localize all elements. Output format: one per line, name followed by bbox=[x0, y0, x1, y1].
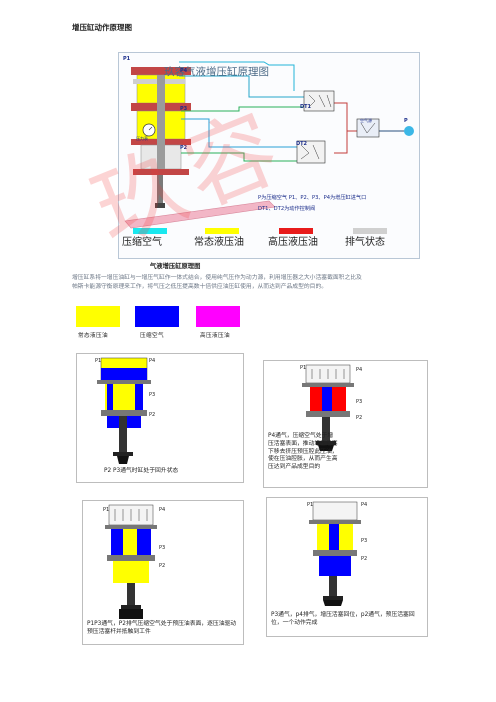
stage-drawing bbox=[302, 364, 354, 451]
legend-high-oil: 高压液压油 bbox=[268, 237, 318, 248]
legend-label: 压缩空气 bbox=[140, 333, 164, 339]
port-label: P2 bbox=[356, 415, 363, 421]
port-label: P2 bbox=[180, 145, 188, 151]
port-label: P4 bbox=[361, 502, 368, 508]
port-label: P2 bbox=[361, 556, 368, 562]
stage-caption: P2 P3通气时缸处于回升状态 bbox=[104, 468, 179, 474]
port-label: P4 bbox=[180, 68, 188, 74]
stage-caption: P4通气，压缩空气处于增压活塞表面，推动增压活塞下移去挤压预压腔此压油，使在压油… bbox=[268, 433, 338, 471]
paragraph-line: 帕斯卡能源守衡原理来工作，将气压之低压提高数十倍供应油压缸使用，从而达到产品成型… bbox=[72, 283, 328, 290]
stage-panel-prepress: P1 P4 P3 P2 P1P3通气，P2排气压缩空气处于预压油表面，逐压油驱动… bbox=[82, 500, 244, 645]
stage-caption: P3通气，p4排气，增压活塞回位，p2通气，预压活塞回位，一个动作完成 bbox=[271, 612, 415, 626]
figure-caption: 气液增压缸原理图 bbox=[150, 263, 201, 270]
port-label: P4 bbox=[159, 507, 166, 513]
port-label: P1 bbox=[103, 507, 110, 513]
port-label: P3 bbox=[149, 392, 156, 398]
stage-panel-reset: P1 P4 P3 P2 P3通气，p4排气，增压活塞回位，p2通气，预压活塞回位… bbox=[266, 497, 428, 637]
gauge-label: 压力表 bbox=[136, 136, 148, 141]
valve-label: DT2 bbox=[296, 141, 308, 147]
port-label: P2 bbox=[149, 412, 156, 418]
air-source-label: P bbox=[404, 118, 408, 124]
port-label: P4 bbox=[149, 358, 156, 364]
stage-drawing bbox=[105, 504, 157, 619]
legend-swatch-normal-oil bbox=[76, 306, 120, 327]
color-legend: 常态液压油 压缩空气 高压液压油 bbox=[72, 306, 272, 348]
diagram-note: DT1、DT2为动作控制阀 bbox=[258, 206, 316, 212]
legend-label: 常态液压油 bbox=[78, 333, 108, 339]
diagram-note: P为压缩空气 P1、P2、P3、P4为增压缸进气口 bbox=[258, 195, 367, 201]
description-paragraph: 增压缸系将一增压油缸与一增压气缸作一体式结合，使用纯气压作为动力源，利用增压器之… bbox=[72, 274, 427, 292]
stage-drawing bbox=[97, 357, 151, 464]
port-label: P4 bbox=[356, 367, 363, 373]
port-label: P1 bbox=[95, 358, 102, 364]
stage-drawing bbox=[309, 501, 361, 606]
paragraph-line: 增压缸系将一增压油缸与一增压气缸作一体式结合，使用纯气压作为动力源，利用增压器之… bbox=[72, 275, 362, 281]
port-label: P3 bbox=[159, 545, 166, 551]
legend-swatch-compressed-air bbox=[135, 306, 179, 327]
port-label: P1 bbox=[123, 56, 131, 62]
diagram-title: 玖容气液增压缸原理图 bbox=[164, 66, 269, 78]
valve-label: DT1 bbox=[300, 104, 312, 110]
stage-panel-boost: P1 P4 P3 P2 P4通气，压缩空气处于增压活塞表面，推动增压活塞下移去挤… bbox=[263, 360, 428, 488]
port-label: P3 bbox=[361, 538, 368, 544]
port-label: P3 bbox=[180, 106, 188, 112]
legend-label: 高压液压油 bbox=[200, 333, 230, 339]
legend-swatch-high-oil bbox=[196, 306, 240, 327]
valve-caption: 空气源 bbox=[360, 118, 372, 123]
principle-diagram bbox=[118, 52, 420, 259]
port-label: P1 bbox=[307, 502, 314, 508]
stage-panel-return: P1 P4 P3 P2 P2 P3通气时缸处于回升状态 bbox=[76, 353, 244, 483]
legend-compressed-air: 压缩空气 bbox=[122, 237, 162, 248]
principle-diagram-drawing bbox=[124, 61, 414, 234]
port-label: P3 bbox=[356, 399, 363, 405]
legend-exhaust: 排气状态 bbox=[345, 237, 385, 248]
stage-caption: P1P3通气，P2排气压缩空气处于预压油表面，逐压油驱动预压活塞杆并抵触到工件 bbox=[87, 621, 237, 635]
port-label: P1 bbox=[300, 365, 307, 371]
legend-normal-oil: 常态液压油 bbox=[194, 237, 244, 248]
port-label: P2 bbox=[159, 563, 166, 569]
document-title: 增压缸动作原理图 bbox=[72, 23, 132, 32]
